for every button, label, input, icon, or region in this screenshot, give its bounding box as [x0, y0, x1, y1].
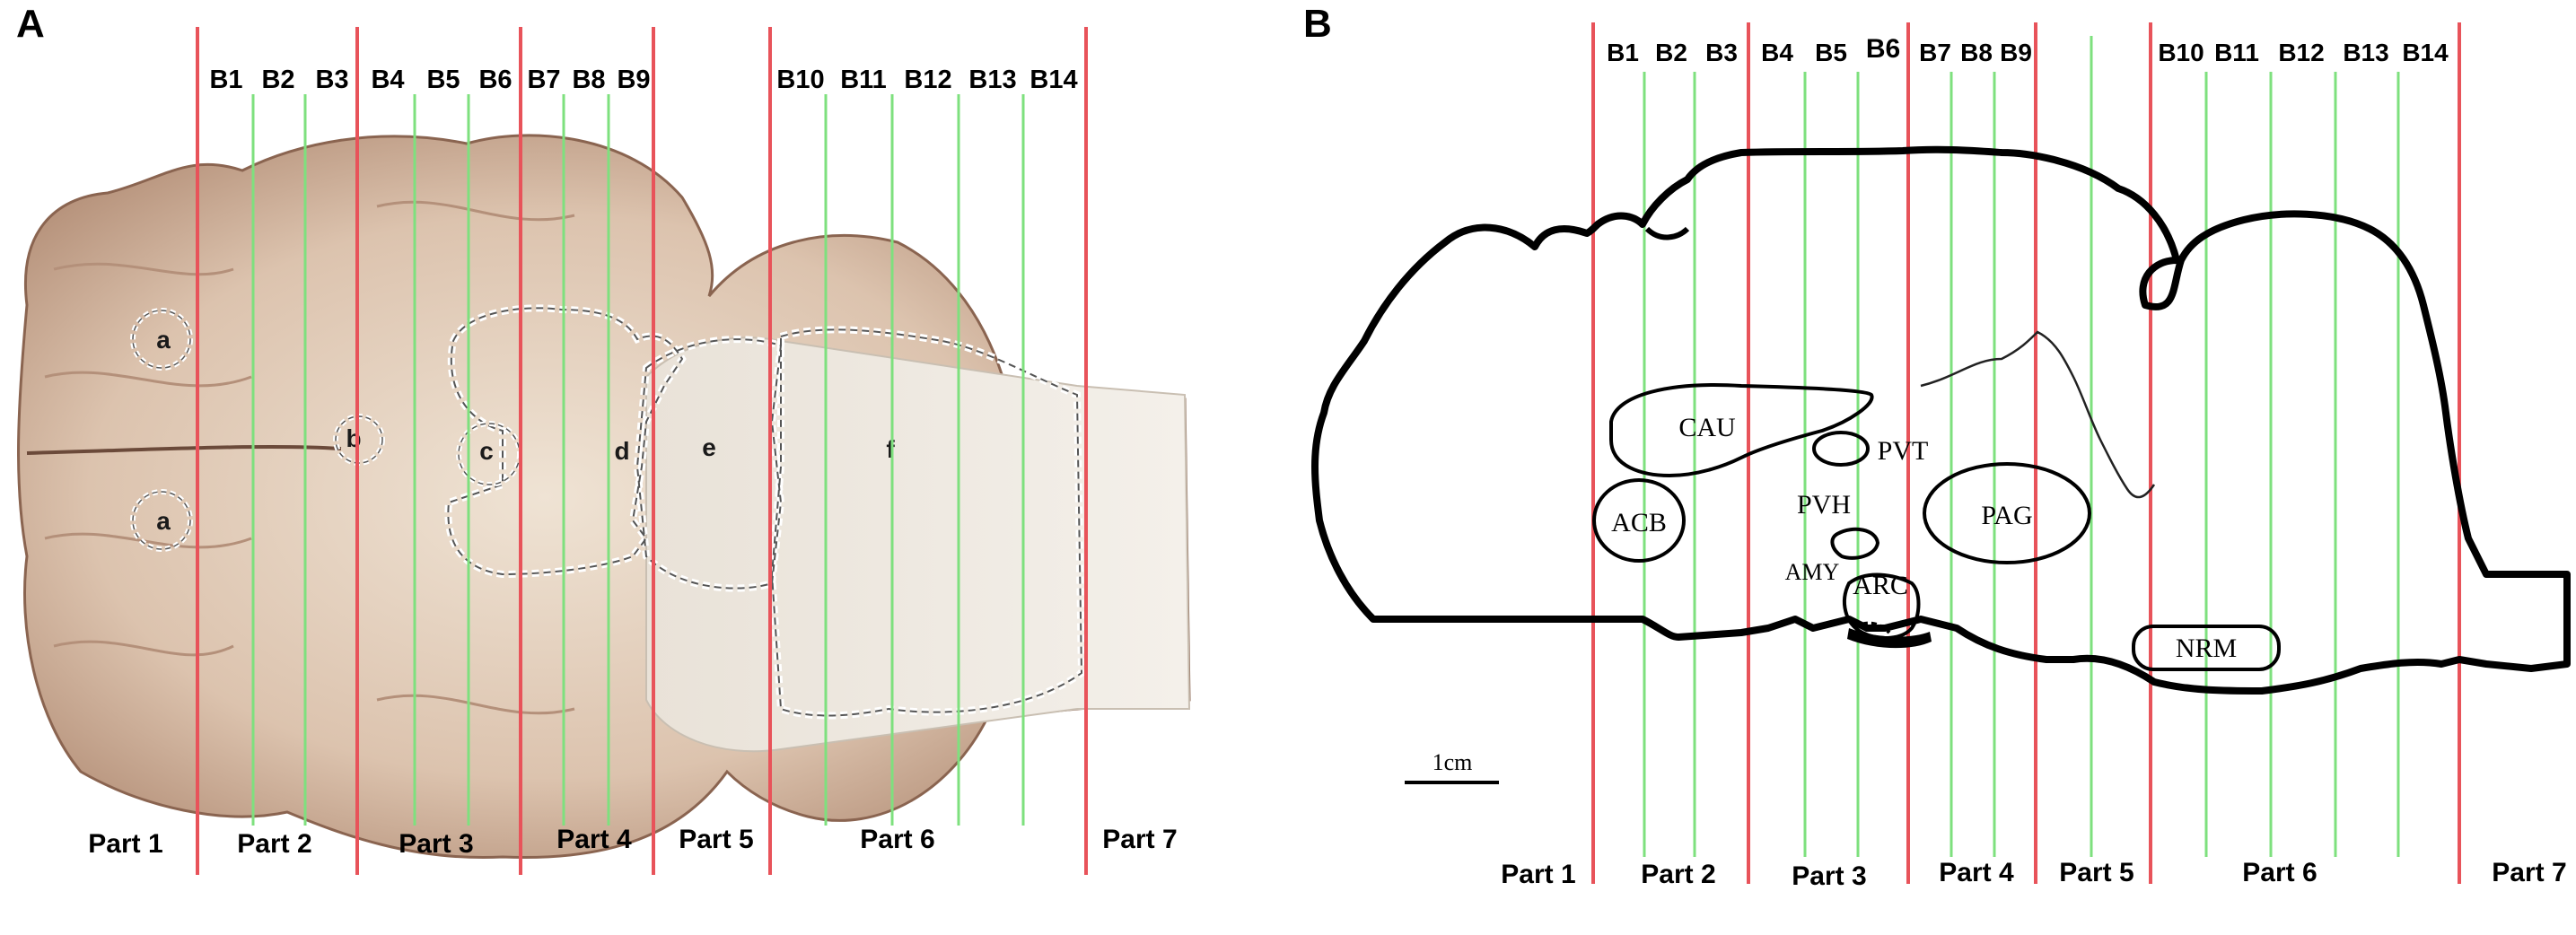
band-label-b4-b: B4: [1761, 39, 1793, 66]
region-label-d: d: [614, 437, 629, 465]
band-label-b3: B3: [315, 66, 348, 94]
band-lines-a: [251, 94, 1025, 826]
scale-bar-label: 1cm: [1433, 749, 1473, 775]
nucleus-label-pvt: PVT: [1878, 436, 1929, 466]
band-label-b14: B14: [1030, 66, 1077, 94]
band-label-b11-b: B11: [2214, 39, 2259, 66]
part-label-5-b: Part 5: [2059, 858, 2134, 887]
brain-photo: [17, 134, 1191, 860]
band-label-b7: B7: [527, 66, 560, 94]
region-label-c: c: [479, 437, 494, 465]
part-label-2-b: Part 2: [1641, 860, 1715, 889]
part-boundaries-a: [196, 27, 1088, 875]
part-label-3-b: Part 3: [1792, 861, 1866, 891]
part-label-2: Part 2: [237, 829, 311, 859]
band-label-b9-b: B9: [2000, 39, 2032, 66]
band-label-b2-b: B2: [1655, 39, 1687, 66]
band-label-b12-b: B12: [2278, 39, 2324, 66]
region-label-a-lower: a: [156, 507, 171, 535]
region-label-e: e: [702, 433, 716, 461]
nucleus-label-nrm: NRM: [2176, 634, 2237, 663]
fissure-line: [1920, 330, 2156, 499]
panel-a-figure: a a b c d e f: [0, 0, 1191, 875]
brain-outline: [1311, 145, 2571, 695]
band-label-b1-b: B1: [1607, 39, 1639, 66]
part-label-5: Part 5: [679, 825, 753, 854]
band-label-b10-b: B10: [2158, 39, 2204, 66]
band-label-b5-b: B5: [1815, 39, 1847, 66]
panel-b: CAU PVT PVH ACB PAG AMY ARC NRM 1cm B1 B…: [1292, 0, 2576, 931]
panel-a-letter: A: [16, 2, 45, 46]
band-label-b1: B1: [209, 66, 242, 94]
nucleus-label-pvh: PVH: [1797, 490, 1851, 520]
band-label-b6: B6: [478, 66, 512, 94]
part-label-6-b: Part 6: [2242, 858, 2317, 887]
part-label-3: Part 3: [399, 829, 473, 859]
panel-a: a a b c d e f: [0, 0, 1257, 931]
band-label-b2: B2: [261, 66, 294, 94]
band-lines-b: [1643, 36, 2400, 857]
band-label-b7-b: B7: [1919, 39, 1951, 66]
region-label-a-upper: a: [156, 326, 171, 354]
nucleus-label-arc: ARC: [1853, 571, 1908, 600]
panel-b-letter: B: [1303, 2, 1332, 46]
panel-b-figure: CAU PVT PVH ACB PAG AMY ARC NRM 1cm B1 B…: [1311, 22, 2571, 891]
nucleus-label-pag: PAG: [1981, 501, 2032, 530]
part-label-1: Part 1: [88, 829, 162, 859]
region-label-f: f: [886, 435, 895, 463]
band-label-b8-b: B8: [1960, 39, 1993, 66]
band-label-b11: B11: [840, 66, 887, 94]
band-label-b10: B10: [776, 66, 824, 94]
nucleus-label-cau: CAU: [1678, 413, 1736, 442]
scale-bar: 1cm: [1405, 749, 1499, 784]
band-label-b6-b: B6: [1866, 34, 1900, 64]
band-label-b5: B5: [426, 66, 460, 94]
nuclei-outlines: [1592, 383, 2281, 671]
band-label-b14-b: B14: [2402, 39, 2449, 66]
part-label-7: Part 7: [1102, 825, 1177, 854]
part-label-6: Part 6: [860, 825, 934, 854]
part-label-4: Part 4: [556, 825, 632, 854]
band-label-b8: B8: [572, 66, 605, 94]
band-label-b9: B9: [617, 66, 650, 94]
band-label-b13: B13: [968, 66, 1016, 94]
band-label-b3-b: B3: [1705, 39, 1738, 66]
band-label-b12: B12: [904, 66, 951, 94]
nucleus-label-amy: AMY: [1785, 559, 1840, 585]
band-label-b4: B4: [371, 66, 404, 94]
band-label-b13-b: B13: [2343, 39, 2388, 66]
part-label-4-b: Part 4: [1939, 858, 2014, 887]
nucleus-label-acb: ACB: [1611, 508, 1667, 537]
part-label-1-b: Part 1: [1501, 860, 1575, 889]
part-label-7-b: Part 7: [2492, 858, 2566, 887]
